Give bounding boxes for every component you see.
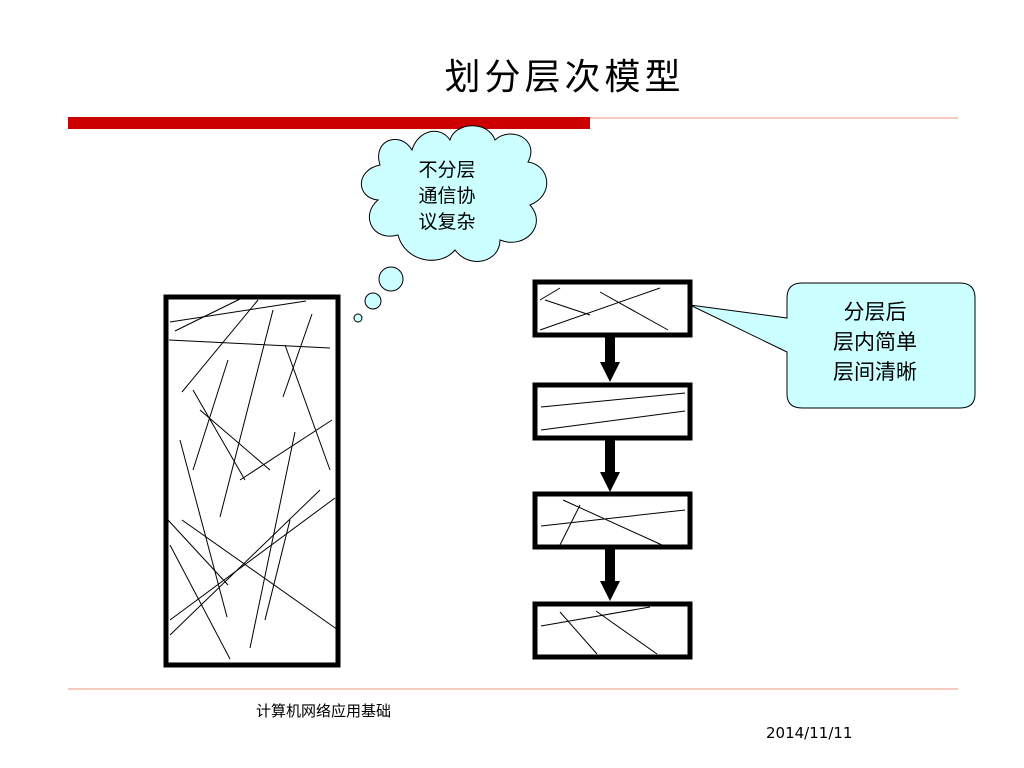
layer-box-4 xyxy=(532,601,693,660)
header-red-bar xyxy=(68,117,590,129)
cloud-text: 不分层 通信协 议复杂 xyxy=(392,157,502,235)
callout-text: 分层后 层内简单 层间清晰 xyxy=(805,297,945,387)
footer-date: 2014/11/11 xyxy=(766,724,853,742)
callout-line: 分层后 xyxy=(843,300,907,324)
callout-line: 层内简单 xyxy=(833,330,917,354)
layer-box-3 xyxy=(532,491,693,550)
layer-box-2 xyxy=(532,382,693,441)
layer-box-1 xyxy=(532,279,693,338)
callout-line: 层间清晰 xyxy=(833,360,917,384)
slide-title: 划分层次模型 xyxy=(444,57,685,98)
cloud-line: 议复杂 xyxy=(418,211,476,233)
unlayered-box xyxy=(163,294,341,668)
cloud-line: 通信协 xyxy=(418,185,476,207)
thought-cloud xyxy=(353,125,548,323)
cloud-line: 不分层 xyxy=(418,159,476,181)
down-arrows xyxy=(600,337,620,601)
footer-course: 计算机网络应用基础 xyxy=(256,702,392,720)
callout-bubble xyxy=(689,282,976,409)
